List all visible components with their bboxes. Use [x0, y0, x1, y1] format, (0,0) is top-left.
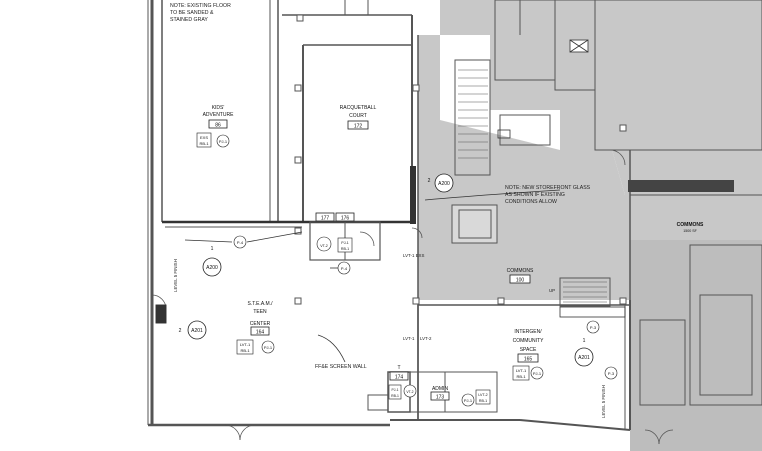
room-number: 165: [524, 357, 533, 363]
room-name: CENTER: [250, 321, 271, 327]
callout-ref: A201: [578, 355, 590, 361]
room-name: INTERGEN/: [514, 329, 542, 335]
room-area: 1500 SF: [683, 229, 697, 233]
finish-tag: LVT-1: [240, 342, 251, 347]
finish-tag: VT-2: [406, 390, 413, 394]
existing-area-shading: [418, 0, 762, 451]
room-steam-teen-center: S.T.E.A.M./ TEEN CENTER 164 LVT-1 RB-1 P…: [236, 301, 275, 355]
misc-labels: FF&E SCREEN WALL LVT-1 LVT-2 LVT-1 EXS U…: [173, 253, 606, 418]
storefront-note: NOTE: NEW STOREFRONT GLASS AS SHOWN IF E…: [505, 185, 591, 205]
callout-num: 2: [428, 178, 431, 184]
callout-num: 1: [583, 338, 586, 344]
room-number: 176: [341, 216, 350, 222]
room-name: ADVENTURE: [203, 112, 235, 118]
level5-finish-left: LEVEL 5 FINISH: [173, 259, 178, 292]
finish-tag: PJ-1: [264, 345, 273, 350]
room-commons-right: COMMONS 1500 SF: [677, 222, 704, 233]
callout-a201-left: A201 2: [179, 320, 207, 340]
room-name: ADMIN: [432, 386, 449, 392]
walls: [147, 0, 762, 431]
finish-tag: RB-1: [199, 141, 209, 146]
callout-ref: A200: [206, 265, 218, 271]
partition-tag: P-4: [341, 266, 348, 271]
level5-finish-right: LEVEL 5 FINISH: [601, 385, 606, 418]
room-name: COURT: [349, 113, 367, 119]
finish-tag: RB-1: [479, 399, 487, 403]
lvt2-label: LVT-2: [420, 336, 432, 341]
callout-num: 2: [179, 328, 182, 334]
leader-lines: [184, 189, 561, 363]
room-number: 100: [516, 278, 525, 284]
callout-ref: A200: [438, 181, 450, 187]
stairs: [458, 69, 607, 303]
room-commons-100: COMMONS 100: [507, 268, 534, 284]
finish-tag: PJ-1: [392, 388, 399, 392]
floor-note-line-3: STAINED GRAY: [170, 17, 208, 23]
room-number: 86: [215, 123, 221, 129]
finish-tag: VT-2: [320, 244, 328, 248]
finish-tag: EXS: [200, 135, 208, 140]
finish-tag: RB-1: [391, 394, 399, 398]
up-label: UP: [549, 288, 555, 293]
finish-tag: PJ-1: [219, 139, 228, 144]
callout-ref: A201: [191, 328, 203, 334]
floor-note-line-2: TO BE SANDED &: [170, 10, 214, 16]
room-racquetball-court: RACQUETBALL COURT 172: [340, 105, 377, 130]
room-name: SPACE: [520, 347, 537, 353]
finish-tag: PJ-1: [464, 398, 473, 403]
storefront-note-line-1: NOTE: NEW STOREFRONT GLASS: [505, 185, 591, 191]
finish-tag: RB-1: [341, 247, 349, 251]
room-kids-adventure: KIDS' ADVENTURE 86 EXS RB-1 PJ-1: [196, 105, 235, 148]
room-intergen-community-space: INTERGEN/ COMMUNITY SPACE 165 LVT-1 RB-1…: [513, 329, 544, 381]
room-toilet: T 174 PJ-1 RB-1 VT-2: [388, 365, 417, 400]
room-name: COMMUNITY: [513, 338, 544, 344]
room-number: 172: [354, 124, 363, 130]
room-number: 174: [395, 375, 404, 381]
finish-tag: LVT-1: [516, 368, 527, 373]
room-name: S.T.E.A.M./: [247, 301, 273, 307]
ffe-screen-wall-label: FF&E SCREEN WALL: [315, 364, 367, 370]
partition-tag: P-3: [608, 371, 615, 376]
room-name: T: [397, 365, 400, 371]
room-name: RACQUETBALL: [340, 105, 377, 111]
room-number: 177: [321, 216, 330, 222]
storefront-note-line-2: AS SHOWN IF EXISTING: [505, 192, 565, 198]
room-number: 164: [256, 330, 265, 336]
room-name: KIDS': [212, 105, 225, 111]
finish-tag: RB-1: [240, 348, 250, 353]
room-number: 173: [436, 395, 445, 401]
partition-tag: P-3: [590, 325, 597, 330]
partition-tags: P-4 P-4 P-3 P-3: [233, 235, 618, 380]
room-name: COMMONS: [677, 222, 704, 228]
callout-a200-left: A200 1: [202, 246, 222, 277]
finish-tag: PJ-1: [533, 371, 542, 376]
lvt1-label: LVT-1: [403, 336, 415, 341]
storefront-note-line-3: CONDITIONS ALLOW: [505, 199, 557, 205]
finish-tag: PJ-1: [341, 241, 348, 245]
room-name: TEEN: [253, 309, 267, 315]
room-177-176: 177 176 VT-2 PJ-1 RB-1: [315, 212, 355, 253]
lvt1-exs-label: LVT-1 EXS: [403, 253, 424, 258]
room-name: COMMONS: [507, 268, 534, 274]
finish-tag: LVT-2: [478, 393, 487, 397]
callout-a201-right: A201 1: [574, 338, 594, 367]
room-admin: ADMIN 173 PJ-1 LVT-2 RB-1: [430, 386, 491, 407]
equipment: [155, 39, 626, 324]
floor-note: NOTE: EXISTING FLOOR TO BE SANDED & STAI…: [170, 3, 231, 23]
finish-tag: RB-1: [516, 374, 526, 379]
partition-tag: P-4: [237, 240, 244, 245]
callout-a200-top: A200 2: [428, 173, 454, 193]
callout-num: 1: [211, 246, 214, 252]
floor-note-line-1: NOTE: EXISTING FLOOR: [170, 3, 231, 9]
